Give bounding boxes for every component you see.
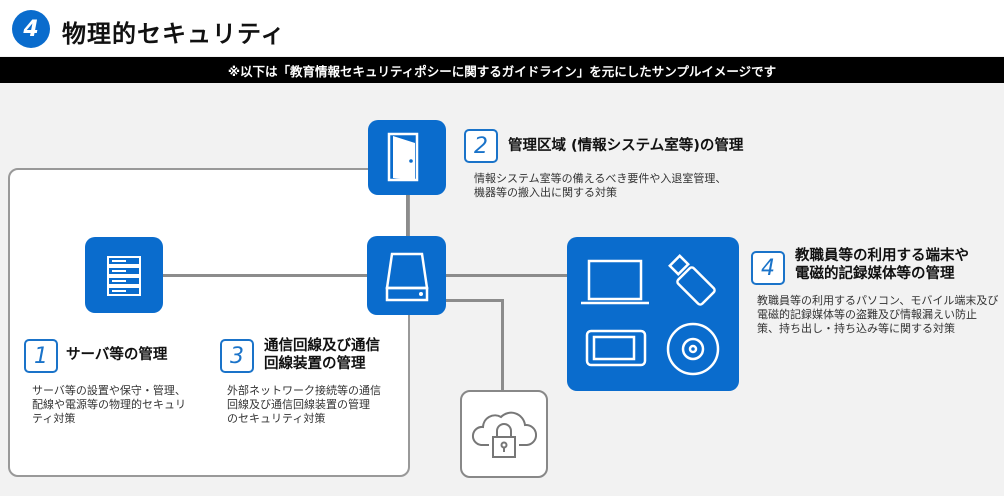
- devices-icons: [581, 254, 720, 376]
- facility-boundary: [8, 168, 410, 477]
- usb-icon: [668, 254, 716, 306]
- section-3-desc: 外部ネットワーク接続等の通信回線及び通信回線装置の管理のセキュリティ対策: [227, 384, 381, 425]
- server-icon-box: [85, 237, 163, 313]
- section-1-desc: サーバ等の設置や保守・管理、配線や電源等の物理的セキュリティ対策: [32, 384, 186, 425]
- cloud-lock-icon: [472, 411, 537, 458]
- laptop-icon: [581, 259, 649, 305]
- cloud-icon-box: [460, 390, 548, 478]
- connector-line: [446, 274, 568, 277]
- header-bar: [0, 0, 1004, 56]
- section-2-title: 管理区域 (情報システム室等)の管理: [508, 138, 744, 154]
- section-1-badge: 1: [24, 339, 58, 373]
- section-3-title: 通信回線及び通信回線装置の管理: [264, 338, 380, 372]
- network-device-icon-box: [367, 236, 446, 315]
- disc-icon: [666, 322, 720, 376]
- section-4-badge: 4: [751, 251, 785, 285]
- page-title: 物理的セキュリティ: [62, 20, 286, 48]
- connector-line: [446, 299, 504, 302]
- door-icon-box: [368, 120, 446, 195]
- connector-line: [501, 299, 504, 390]
- section-1-title: サーバ等の管理: [66, 347, 168, 363]
- connector-line: [162, 274, 368, 277]
- section-2-badge: 2: [464, 129, 498, 163]
- tablet-icon: [585, 329, 647, 367]
- hard-drive-icon: [385, 252, 428, 301]
- section-number-badge: 4: [12, 10, 50, 48]
- door-icon: [387, 132, 419, 181]
- server-icon: [107, 256, 141, 296]
- section-2-desc: 情報システム室等の備えるべき要件や入退室管理、機器等の搬入出に関する対策: [474, 172, 727, 199]
- devices-icon-box: [567, 237, 739, 391]
- section-3-badge: 3: [220, 339, 254, 373]
- section-4-title: 教職員等の利用する端末や電磁的記録媒体等の管理: [795, 248, 969, 282]
- connector-line: [406, 195, 409, 237]
- notice-banner: ※以下は「教育情報セキュリティポシーに関するガイドライン」を元にしたサンプルイメ…: [0, 57, 1004, 83]
- section-4-desc: 教職員等の利用するパソコン、モバイル端末及び電磁的記録媒体等の盗難及び情報漏えい…: [757, 294, 999, 335]
